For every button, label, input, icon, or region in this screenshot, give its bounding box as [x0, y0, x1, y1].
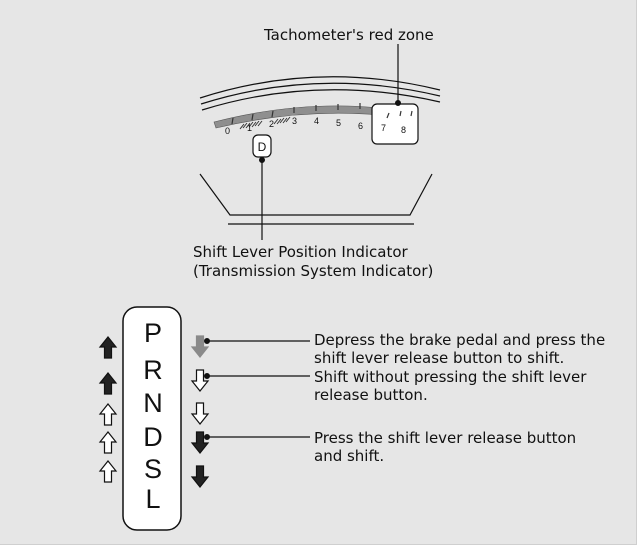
- tach-number-0: 0: [225, 126, 230, 136]
- brake-label-line2: shift lever release button to shift.: [314, 349, 565, 367]
- up-arrow-outline-2: [98, 431, 118, 454]
- redzone-label: Tachometer's red zone: [264, 26, 434, 44]
- brake-label-line1: Depress the brake pedal and press the: [314, 331, 606, 349]
- tach-number-6: 6: [358, 121, 363, 131]
- up-arrow-outline-1: [98, 403, 118, 426]
- down-arrow-gray: [190, 335, 210, 358]
- tach-number-7: 7: [381, 123, 386, 133]
- gear-P: P: [144, 318, 162, 348]
- down-arrow-outline-1: [190, 369, 210, 392]
- top-leader-lines: [259, 44, 402, 240]
- tach-number-1: 1: [247, 123, 252, 133]
- gear-S: S: [144, 454, 162, 484]
- down-arrows: [190, 335, 210, 488]
- down-arrow-solid-1: [190, 431, 210, 454]
- tach-numbers: 0 1 2 3 4 5 6 7 8: [225, 116, 406, 136]
- tach-hatch: [239, 116, 291, 130]
- tach-number-8: 8: [401, 125, 406, 135]
- tach-ticks: [231, 103, 361, 125]
- redzone-ticks: [386, 110, 413, 119]
- tach-number-3: 3: [292, 116, 297, 126]
- gear-letters: P R N D S L: [143, 318, 163, 514]
- down-arrow-outline-2: [190, 402, 210, 425]
- gear-gate: [122, 306, 182, 531]
- bottom-leader-lines: [204, 338, 310, 441]
- up-arrow-outline-3: [98, 460, 118, 483]
- tach-number-2: 2: [269, 119, 274, 129]
- gear-L: L: [145, 484, 160, 514]
- tach-number-4: 4: [314, 116, 319, 126]
- down-arrow-solid-2: [190, 465, 210, 488]
- up-arrows: [98, 336, 118, 483]
- press-label-line1: Press the shift lever release button: [314, 429, 577, 447]
- up-arrow-solid-1: [98, 336, 118, 359]
- gear-R: R: [143, 355, 163, 385]
- up-arrow-solid-2: [98, 372, 118, 395]
- no-button-label-line2: release button.: [314, 386, 428, 404]
- gear-N: N: [143, 388, 163, 418]
- no-button-label-line1: Shift without pressing the shift lever: [314, 368, 587, 386]
- gear-D: D: [143, 422, 163, 452]
- indicator-label-line2: (Transmission System Indicator): [193, 262, 434, 280]
- tach-number-5: 5: [336, 118, 341, 128]
- press-label-line2: and shift.: [314, 447, 385, 465]
- indicator-label-line1: Shift Lever Position Indicator: [193, 243, 408, 261]
- dashboard-outline: [199, 76, 441, 225]
- redzone-box: [371, 103, 419, 145]
- position-indicator-letter: D: [258, 140, 267, 154]
